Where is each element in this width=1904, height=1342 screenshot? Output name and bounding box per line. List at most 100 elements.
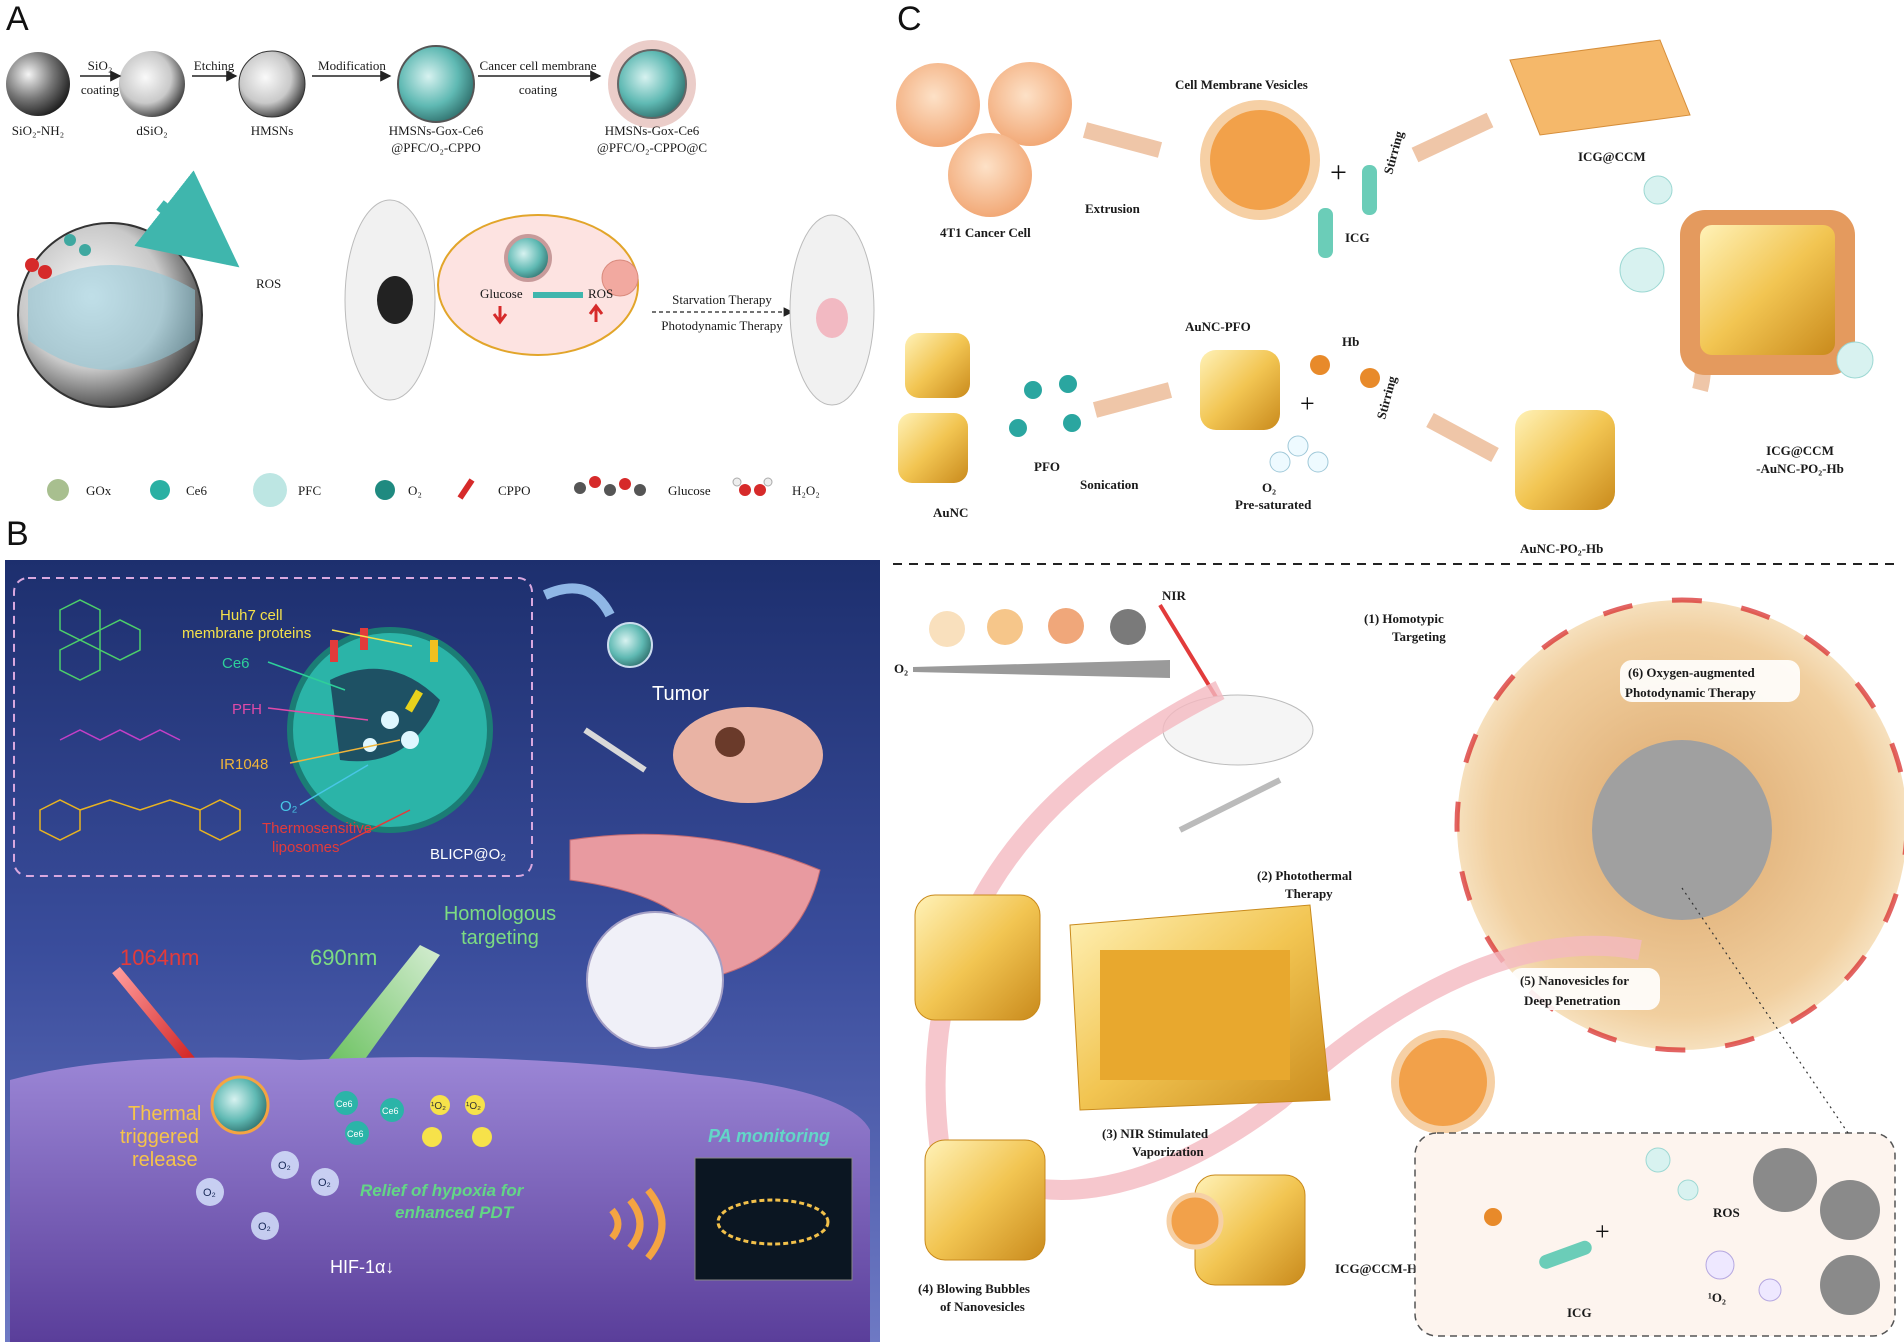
laser-1064-label: 1064nm [120,945,200,970]
aunc-label: AuNC [933,505,968,520]
singlet-oxygen [422,1095,492,1147]
pa-signal-waves [609,1187,666,1261]
cancer-cells [896,62,1072,217]
nanocube-left [914,894,1041,1021]
o2-bubble [1619,247,1665,293]
tumor-cell-damaged [1753,1148,1817,1212]
liposome-small [607,622,653,668]
o2-bubble [1643,175,1673,205]
enhanced-pdt-label: enhanced PDT [395,1203,515,1222]
ros-up-arrow [588,303,604,322]
inset-zoom-line [1681,887,1849,1134]
panel-b: B Huh7 cell [5,515,880,1342]
stage-sio2nh2-label: SiO₂-NH₂ [12,123,64,138]
plus-sign: + [1595,1217,1610,1246]
o2-callout: O₂ [280,798,298,815]
cell-zoom-nanoparticle [504,234,552,282]
pfh-structure [59,729,181,741]
stage-pfc-cppo-label: @PFC/O₂-CPPO [391,140,480,155]
dsio2-sphere [119,51,185,117]
o2-gradient-label: O₂ [894,661,908,676]
o2-molecule-label: O₂ [278,1160,291,1172]
homologous-label: Homologous [444,903,556,925]
stage-final-gox-label: HMSNs-Gox-Ce6 [605,123,700,138]
tumor-cell-damaged [1820,1255,1880,1315]
glucose-down-arrow [492,306,508,325]
o2-molecule-label: O₂ [258,1221,271,1233]
stirring-arrow-top [1411,112,1494,163]
stage-hmsns-gox-label: HMSNs-Gox-Ce6 [389,123,484,138]
membrane-proteins-label: membrane proteins [182,625,311,642]
nude-mouse [673,707,823,803]
o2-presat-label-2: Pre-saturated [1235,497,1312,512]
blowing-bubbles-label-1: (4) Blowing Bubbles [918,1281,1030,1296]
inset-singlet-label: ¹O₂ [1708,1290,1726,1305]
photothermal-label-1: (2) Photothermal [1257,868,1352,883]
oxygen-augmented-box [1620,660,1800,702]
hmsns-sphere [238,50,306,118]
oxygen-augmented-label-2: Photodynamic Therapy [1625,685,1756,700]
pfh-droplet [401,731,419,749]
glucose-to-ros-arrow [134,170,240,268]
hb-molecule [1360,368,1380,388]
h2o2-molecule [25,258,39,272]
o2-molecule-label: O₂ [318,1177,331,1189]
h2o2-legend-icon [732,477,773,496]
membrane-vesicle [1200,100,1320,220]
aunc-pfo-label: AuNC-PFO [1185,319,1251,334]
icg-capsule [1539,1240,1592,1269]
stage-hmsns-label: HMSNs [251,123,294,138]
cancer-cell-label: 4T1 Cancer Cell [940,225,1031,240]
panel-a: A SiO₂ coating Etching Modification Canc… [6,0,875,507]
vesicle-gradient [1110,609,1146,645]
ce6-molecule-label: Ce6 [347,1129,364,1139]
ce6-molecule-label: Ce6 [382,1106,399,1116]
icg-ccm-hb-label: ICG@CCM-Hb [1335,1261,1424,1276]
nir-vaporization-label-1: (3) NIR Stimulated [1102,1126,1209,1141]
ce6-callout: Ce6 [222,655,250,672]
mouse-tumor [715,727,745,757]
pfo-droplet [1009,419,1027,437]
nanovesicles-label-2: Deep Penetration [1524,993,1621,1008]
nir-label: NIR [1162,588,1186,603]
tumor-cell-damaged [1820,1180,1880,1240]
photodynamic-therapy-label: Photodynamic Therapy [661,318,783,333]
hmsn-cavity [28,265,195,370]
mouse-left-lungs [377,276,413,324]
glucose-ros-arrow [533,292,583,298]
legend-cppo: CPPO [498,483,531,498]
hb-label: Hb [1342,334,1359,349]
sonication-label: Sonication [1080,477,1139,492]
step-coating-label: coating [81,82,120,97]
vesicle-gradient [929,611,965,647]
modified-hmsn-sphere [397,45,475,123]
membrane-protein [360,628,368,650]
h2o2-molecule [38,265,52,279]
oxygen-augmented-label-1: (6) Oxygen-augmented [1628,665,1756,680]
nanocube-bottom-left [924,1139,1046,1261]
ir1048-callout: IR1048 [220,756,268,773]
plus-sign: + [1300,389,1315,418]
mech-ros-label: ROS [256,276,281,291]
pfc-legend-icon [253,473,287,507]
ir1048-structure [39,799,241,841]
o2-bubble [1645,1147,1671,1173]
membrane-protein [330,640,338,662]
cppo-legend-icon [457,478,475,500]
aunc-pfo-cube [1200,350,1280,430]
cell-zoom-nucleus [601,259,639,297]
gox-legend-icon [47,479,69,501]
nanovesicles-label-1: (5) Nanovesicles for [1520,973,1629,988]
pfh-callout: PFH [232,701,262,718]
vesicle-gradient [1048,608,1084,644]
syringe [583,727,647,773]
legend-ce6: Ce6 [186,483,207,498]
tumor-vasculature [1454,597,1904,1053]
heated-liposome [210,1075,270,1135]
singlet-oxygen-bubble [1758,1278,1782,1302]
cell-zoom-oval [437,214,639,356]
hb-molecule [1484,1208,1502,1226]
thermal-label: Thermal [128,1103,201,1125]
pa-image [694,1157,853,1281]
tumor-label: Tumor [652,683,709,705]
